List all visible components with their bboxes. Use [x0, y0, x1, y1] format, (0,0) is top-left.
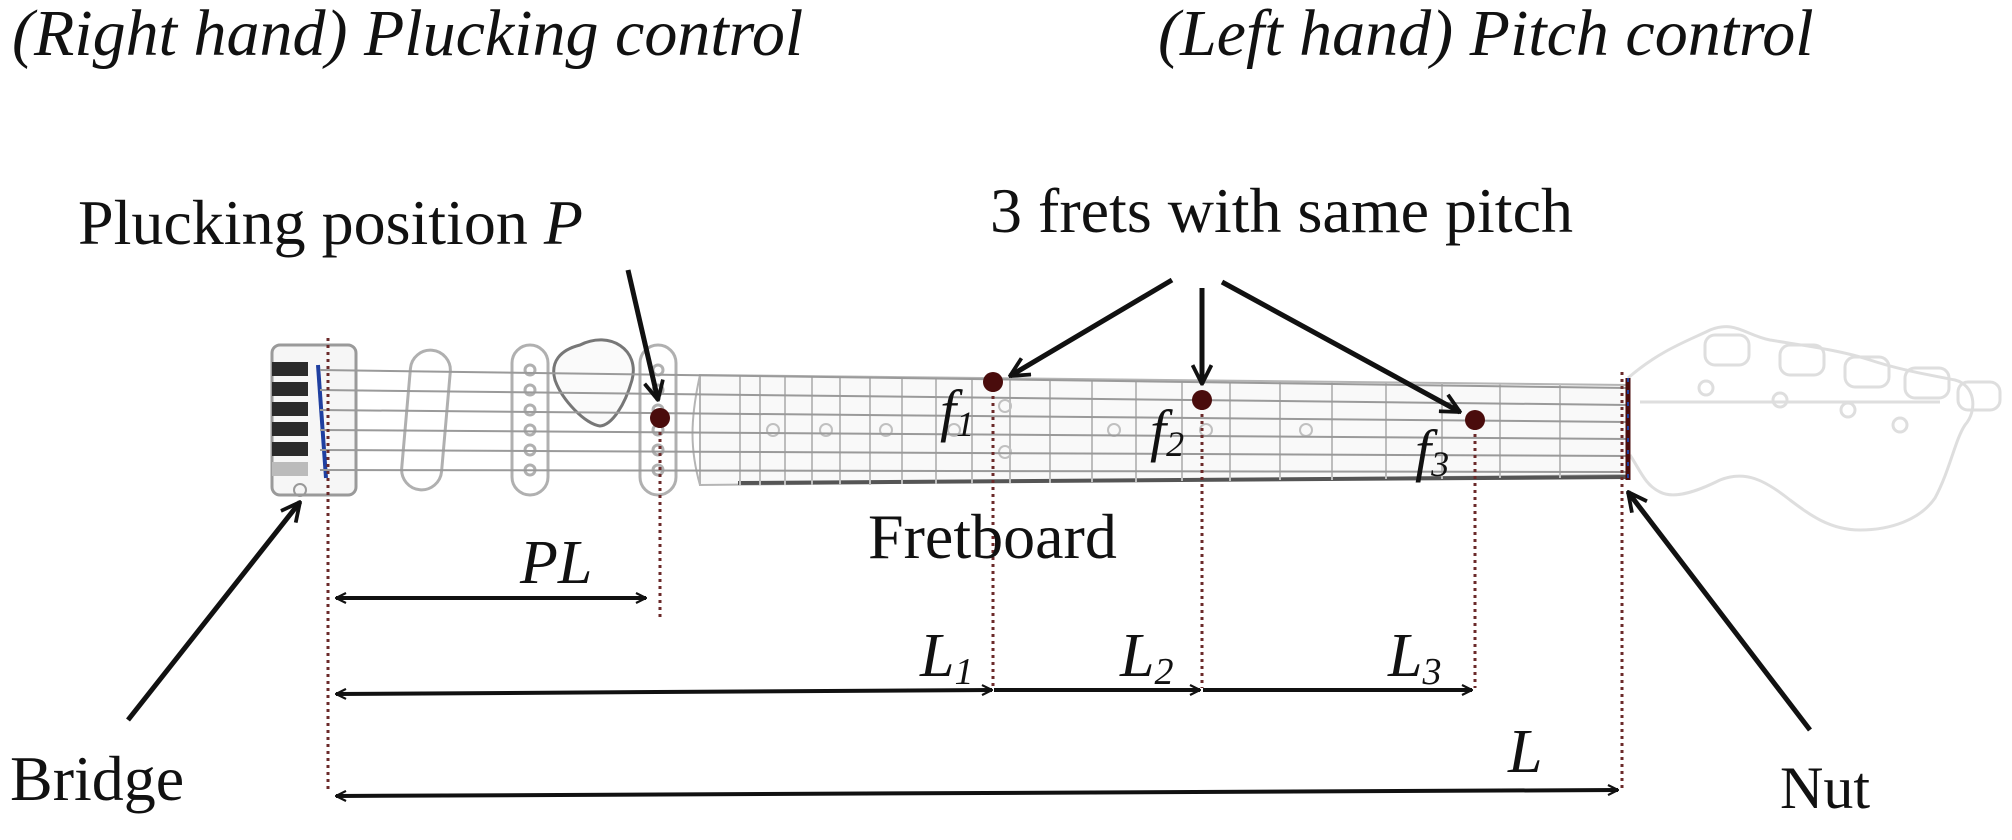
same-pitch-arrow-f1 [1010, 277, 1174, 379]
fret-f2-marker [1192, 390, 1212, 410]
bridge-plate [270, 343, 358, 497]
pickup-neck [400, 348, 452, 492]
plucking-point-marker [650, 408, 670, 428]
plucking-position-label: Plucking position P [78, 187, 583, 258]
dimension-l-label: L [1507, 718, 1542, 786]
fretboard-label: Fretboard [868, 501, 1117, 572]
dimension-l3-label: L3 [1387, 622, 1441, 693]
dimension-arrows [336, 598, 1618, 796]
dimension-l [336, 790, 1618, 796]
bridge-pointer-arrow [126, 502, 300, 722]
nut-label: Nut [1780, 755, 1870, 821]
fret-f1-marker [983, 372, 1003, 392]
dimension-l1 [336, 690, 992, 694]
fret-f3-label: f3 [1415, 418, 1449, 484]
bridge-label: Bridge [10, 743, 184, 814]
pickup-middle [510, 343, 550, 497]
plucking-pointer-arrow [625, 269, 658, 400]
guitar-pick [552, 338, 635, 428]
dimension-l1-label: L1 [919, 622, 973, 693]
pointer-arrows [126, 269, 1812, 732]
headstock [1627, 325, 2002, 532]
nut-pointer-arrow [1628, 492, 1812, 732]
fret-f3-marker [1465, 410, 1485, 430]
dimension-l2-label: L2 [1119, 622, 1173, 693]
heading-right-hand: (Right hand) Plucking control [12, 0, 803, 70]
same-pitch-arrow-f3 [1220, 279, 1460, 415]
heading-left-hand: (Left hand) Pitch control [1158, 0, 1814, 70]
guide-lines [326, 338, 1624, 792]
dimension-pl-label: PL [519, 529, 592, 597]
same-pitch-label: 3 frets with same pitch [990, 175, 1573, 246]
